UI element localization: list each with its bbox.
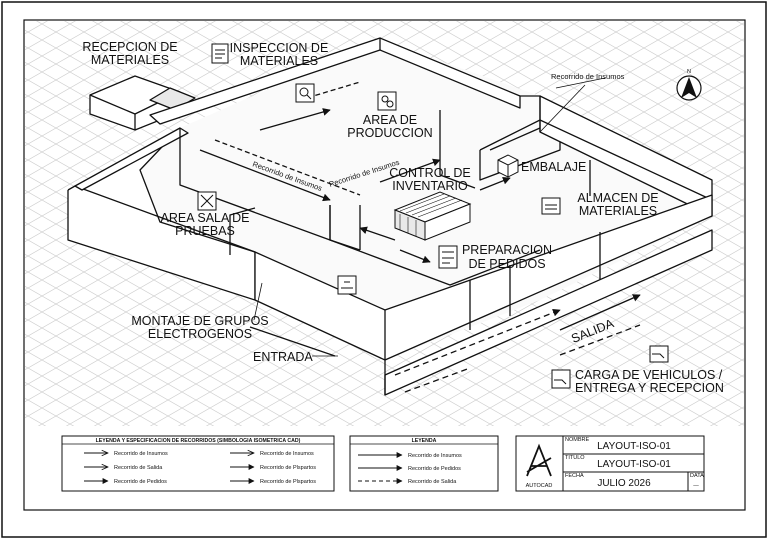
label-preparacion-1: PREPARACION <box>462 243 552 257</box>
title-block-text: AUTOCAD NOMBRE TITULO FECHA DATA LAYOUT-… <box>526 437 705 489</box>
label-recepcion-1: RECEPCION DE <box>82 40 177 54</box>
legend-left-c2-r1: Recorrido de Insumos <box>260 451 314 457</box>
title-fecha: JULIO 2026 <box>597 478 651 489</box>
legend-mid-r2: Recorrido de Pedidos <box>408 466 461 472</box>
label-inspeccion-2: MATERIALES <box>240 54 318 68</box>
clipboard-icon <box>211 43 229 64</box>
inventory-control-module <box>393 191 472 241</box>
truck-icon-loading <box>649 345 669 363</box>
label-recepcion-2: MATERIALES <box>91 53 169 67</box>
legend-left-c1-r2: Recorrido de Salida <box>114 465 163 471</box>
label-almacen-2: MATERIALES <box>579 204 657 218</box>
legend-general: LEYENDA Recorrido de Insumos Recorrido d… <box>349 435 499 492</box>
label-embalaje: EMBALAJE <box>521 160 586 174</box>
logo-text: AUTOCAD <box>526 483 553 489</box>
legend-mid-r1: Recorrido de Insumos <box>408 453 462 459</box>
field-nombre-label: NOMBRE <box>565 437 589 443</box>
legend-left-c1-r3: Recorrido de Pedidos <box>114 479 167 485</box>
leader-lines <box>253 77 606 357</box>
label-control-2: INVENTARIO <box>392 179 468 193</box>
title-block <box>515 435 705 492</box>
label-preparacion-2: DE PEDIDOS <box>468 257 545 271</box>
legend-mid-header: LEYENDA <box>412 438 437 444</box>
label-entrada: ENTRADA <box>253 350 313 364</box>
field-fecha2-label: DATA <box>690 473 704 479</box>
north-arrow-icon: N <box>676 69 702 101</box>
label-sala-1: AREA SALA DE <box>161 211 250 225</box>
label-control-1: CONTROL DE <box>389 166 471 180</box>
legend-left-c1-r1: Recorrido de Insumos <box>114 451 168 457</box>
label-produccion-2: PRODUCCION <box>347 126 432 140</box>
label-produccion-1: AREA DE <box>363 113 417 127</box>
legend-recorridos: LEYENDA Y ESPECIFICACION DE RECORRIDOS (… <box>61 435 335 492</box>
label-montaje-2: ELECTROGENOS <box>148 327 252 341</box>
generator-icon <box>337 275 357 295</box>
title-nombre: LAYOUT-ISO-01 <box>597 441 671 452</box>
legend-left-c2-r3: Recorrido de Plspartos <box>260 479 316 485</box>
label-carga-2: ENTREGA Y RECEPCION <box>575 381 724 395</box>
title-titulo: LAYOUT-ISO-01 <box>597 459 671 470</box>
truck-icon-delivery <box>551 369 571 389</box>
tools-icon <box>197 191 217 211</box>
legend-mid-r3: Recorrido de Salida <box>408 479 457 485</box>
warehouse-icon <box>541 197 561 215</box>
label-carga-1: CARGA DE VEHICULOS / <box>575 368 723 382</box>
legend-left-header: LEYENDA Y ESPECIFICACION DE RECORRIDOS (… <box>96 438 301 444</box>
order-prep-icon <box>438 245 458 269</box>
label-montaje-1: MONTAJE DE GRUPOS <box>131 314 268 328</box>
label-sala-2: PRUEBAS <box>175 224 235 238</box>
package-icon <box>497 154 519 178</box>
field-fecha-label: FECHA <box>565 473 584 479</box>
gears-icon <box>377 91 397 111</box>
north-label: N <box>687 69 691 75</box>
label-recorrido-callout: Recorrido de Insumos <box>551 72 625 81</box>
field-titulo-label: TITULO <box>565 455 585 461</box>
inspection-magnifier-icon <box>295 83 315 103</box>
label-almacen-1: ALMACEN DE <box>577 191 658 205</box>
legend-left-c2-r2: Recorrido de Plspartos <box>260 465 316 471</box>
title-fecha2: — <box>693 483 699 489</box>
label-inspeccion-1: INSPECCION DE <box>230 41 329 55</box>
flow-arrows <box>199 81 641 393</box>
